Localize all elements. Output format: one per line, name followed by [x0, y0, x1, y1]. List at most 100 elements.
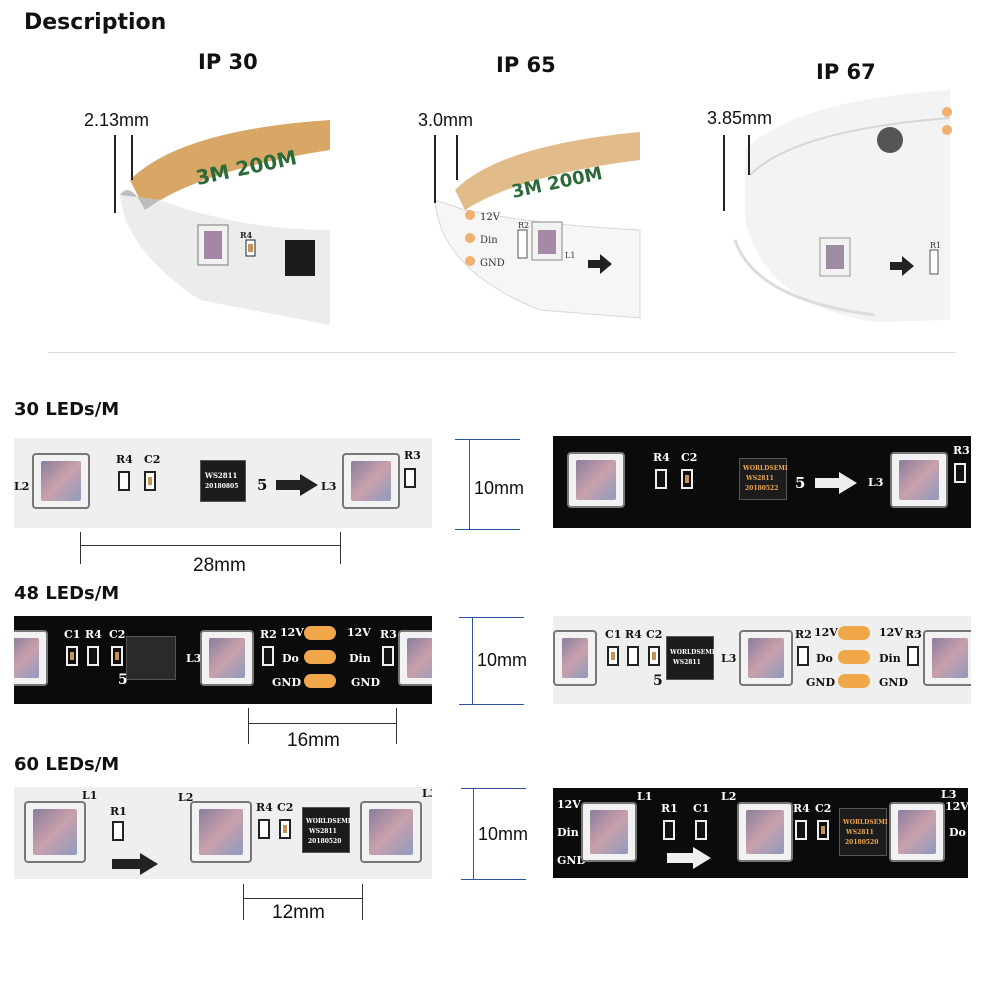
resistor-r3-48	[382, 646, 394, 666]
width-tick-top-30	[455, 439, 520, 440]
pitch-tick-right-30	[340, 532, 341, 564]
label-c2-black: C2	[681, 451, 698, 464]
pitch-tick-left-60	[243, 884, 244, 920]
resistor-r1-black	[663, 820, 675, 840]
label-12v-b: 12V	[347, 626, 371, 639]
chip-60-text-3: 20180520	[308, 838, 342, 845]
label-do-white: Do	[816, 652, 833, 665]
resistor-r4-60-black	[795, 820, 807, 840]
pitch-line-30	[80, 545, 340, 546]
label-l3-60-black: L3	[941, 788, 957, 801]
label-r3-black: R3	[953, 444, 970, 457]
ip65-r-label: R2	[518, 221, 529, 230]
ip30-thickness-mark-right	[131, 135, 133, 180]
capacitor-c2-48	[111, 646, 123, 666]
label-do-60: Do	[949, 826, 966, 839]
label-12v-b-white: 12V	[879, 626, 903, 639]
strip-30-white: L2 R4 C2 WS2811 20180805 5 L3 R3	[14, 438, 432, 528]
solder-pad-gnd	[304, 674, 336, 688]
pitch-tick-right-48	[396, 708, 397, 744]
solder-pad-12v	[304, 626, 336, 640]
pitch-tick-right-60	[362, 884, 363, 920]
label-l3-white: L3	[721, 652, 737, 665]
label-r2-48: R2	[260, 628, 277, 641]
ic-chip-60-white: WORLDSEMI WS2811 20180520	[302, 807, 351, 853]
label-c2-60-black: C2	[815, 802, 832, 815]
direction-arrow-icon	[300, 474, 318, 496]
strip-48-white: C1 R4 C2 WORLDSEMI WS2811 5 L3 R2 12V Do…	[553, 616, 971, 704]
ip65-label-gnd: GND	[480, 258, 505, 269]
label-l2-60-black: L2	[721, 790, 737, 803]
label-r1-60: R1	[661, 802, 678, 815]
resistor-r3-black	[954, 463, 966, 483]
resistor-r4-black	[655, 469, 667, 489]
label-r1: R1	[110, 805, 127, 818]
ic-chip-48-white: WORLDSEMI WS2811	[666, 636, 715, 680]
pitch-text-48: 16mm	[287, 730, 340, 751]
led-30-black-1	[567, 452, 625, 508]
direction-arrow-shaft-black	[815, 478, 841, 488]
led-60-white-2	[190, 801, 252, 863]
chip-text-line2: 20180805	[205, 483, 239, 490]
label-12v-a-white: 12V	[814, 626, 838, 639]
ip30-r-label: R4	[240, 230, 253, 240]
label-r4-60: R4	[256, 801, 273, 814]
capacitor-c2-white	[648, 646, 660, 666]
width-tick-top-48	[459, 617, 524, 618]
pitch-tick-left-30	[80, 532, 81, 564]
led-48-white-1	[553, 630, 597, 686]
ip30-thickness: 2.13mm	[84, 110, 150, 130]
led-60-black-1	[581, 802, 637, 862]
label-l1-60: L1	[637, 790, 653, 803]
strip-48-black: C1 R4 C2 5 L3 R2 12V Do GND 12V Din GND …	[14, 616, 432, 704]
chip-48-text-2: WS2811	[673, 659, 701, 666]
label-gnd-a-white: GND	[806, 676, 835, 689]
label-r4-white: R4	[625, 628, 642, 641]
solder-pad-gnd-white	[838, 674, 870, 688]
ip65-thickness-mark-left	[434, 135, 436, 203]
pitch-tick-left-48	[248, 708, 249, 744]
ic-chip-48-black	[126, 636, 176, 680]
strip-60-black: 12V Din GND L1 R1 C1 L2 R4 C2 WORLDSEMI …	[553, 788, 968, 878]
capacitor-c1-48	[66, 646, 78, 666]
solder-pad-12v-white	[838, 626, 870, 640]
resistor-r2-white	[797, 646, 809, 666]
ip65-thickness: 3.0mm	[418, 110, 474, 130]
label-r4-60-black: R4	[793, 802, 810, 815]
pitch-line-48	[248, 723, 396, 724]
section-title-48: 48 LEDs/M	[14, 583, 120, 604]
direction-arrow-shaft	[276, 480, 302, 490]
label-c1: C1	[64, 628, 81, 641]
chip-48-text-1: WORLDSEMI	[670, 649, 715, 656]
resistor-r4-white	[627, 646, 639, 666]
resistor-r4-48	[87, 646, 99, 666]
direction-arrow-icon-60	[140, 853, 158, 875]
label-12v-60: 12V	[557, 798, 581, 811]
section-title-30: 30 LEDs/M	[14, 399, 120, 420]
chip-60b-text-1: WORLDSEMI	[843, 819, 888, 826]
strip-60-white: L1 R1 L2 R4 C2 WORLDSEMI WS2811 20180520…	[14, 787, 432, 879]
chip-text-line1: WS2811	[205, 471, 238, 480]
ip67-thickness-mark-right	[748, 135, 750, 175]
label-l3-black: L3	[868, 476, 884, 489]
led-48-black-1	[14, 630, 48, 686]
width-bracket-60	[473, 788, 474, 880]
ip65-label-din: Din	[480, 235, 498, 246]
label-12v-60-right: 12V	[945, 800, 968, 813]
label-five-black: 5	[795, 474, 806, 492]
ip65-thickness-mark-right	[456, 135, 458, 180]
led-30-black-2	[890, 452, 948, 508]
led-48-black-3	[398, 630, 432, 686]
chip-black-text-2: WS2811	[746, 475, 774, 482]
pitch-text-30: 28mm	[193, 555, 246, 576]
led-60-white-3	[360, 801, 422, 863]
ip67-thickness: 3.85mm	[707, 108, 773, 128]
ip65-label-12v: 12V	[480, 212, 501, 223]
label-c2-48: C2	[109, 628, 126, 641]
ip30-strip-photo: 3M 200M R4	[100, 110, 340, 325]
pitch-line-60	[243, 898, 362, 899]
label-gnd-60: GND	[557, 854, 586, 867]
led-48-white-2	[739, 630, 793, 686]
ip67-r-label: R1	[930, 241, 941, 250]
width-tick-bottom-60	[461, 879, 526, 880]
